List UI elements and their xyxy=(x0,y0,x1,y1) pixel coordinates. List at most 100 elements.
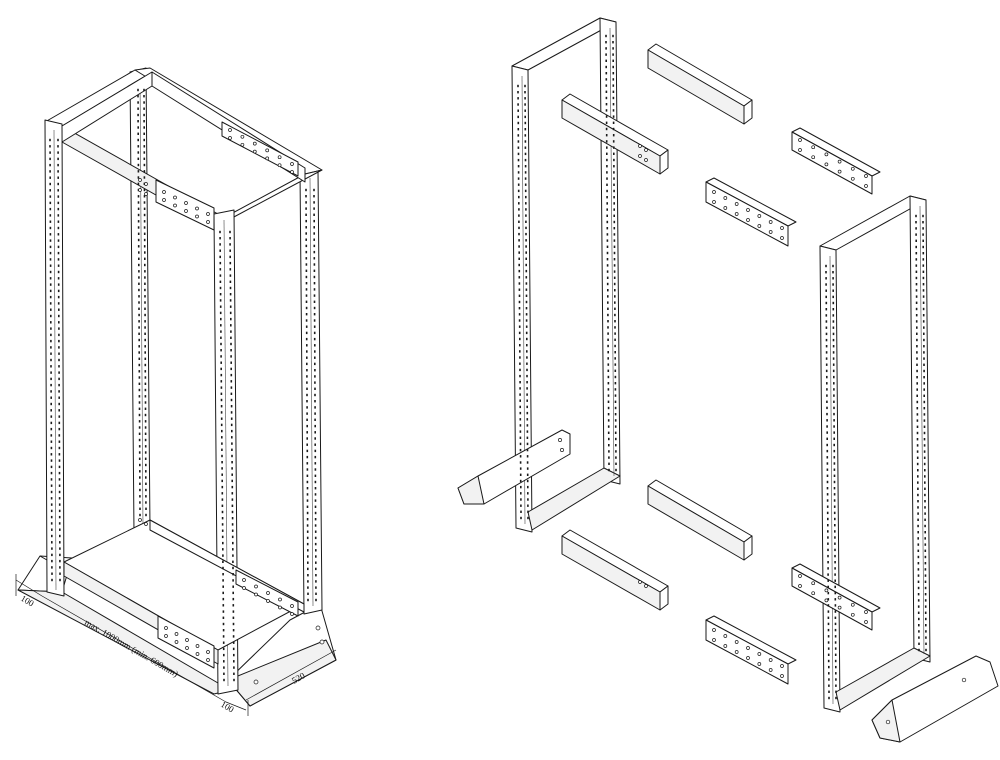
rail-hole xyxy=(526,374,528,378)
rail-hole xyxy=(834,628,837,632)
rail-hole xyxy=(834,647,837,650)
rail-hole xyxy=(138,438,141,442)
rail-hole xyxy=(231,529,234,532)
rail-hole xyxy=(58,415,61,418)
rail-hole xyxy=(917,549,920,552)
rail-hole xyxy=(313,226,315,229)
rail-hole xyxy=(314,387,316,390)
bracket-hole xyxy=(837,159,842,164)
rail-hole xyxy=(916,431,919,435)
rail-hole xyxy=(233,653,235,657)
rail-hole xyxy=(525,282,528,285)
rail-hole xyxy=(614,357,616,360)
rail-hole xyxy=(607,388,610,391)
rail-hole xyxy=(138,457,141,460)
bracket-hole xyxy=(290,162,294,166)
rail-hole xyxy=(916,332,918,335)
rail-hole xyxy=(306,462,309,465)
rail-hole xyxy=(50,515,53,519)
rail-hole xyxy=(230,349,232,352)
bracket-hole xyxy=(265,148,270,153)
rail-hole xyxy=(825,326,828,329)
rail-hole xyxy=(525,294,528,297)
rail-hole xyxy=(524,97,526,100)
rail-hole xyxy=(50,339,52,343)
rail-hole xyxy=(924,562,927,565)
rail-hole xyxy=(144,382,147,385)
rail-hole xyxy=(924,518,926,521)
side-frame-right xyxy=(819,195,931,713)
rail-hole xyxy=(525,325,528,328)
bracket-hole xyxy=(824,598,829,603)
rail-hole xyxy=(614,301,616,304)
rail-hole xyxy=(525,331,528,335)
rail-hole xyxy=(232,635,235,638)
rail-hole xyxy=(222,622,225,626)
rail-hole xyxy=(915,252,918,255)
rail-hole xyxy=(924,487,926,490)
rail-hole xyxy=(834,530,836,533)
rail-hole xyxy=(834,573,836,576)
rail-hole xyxy=(50,358,52,362)
rail-hole xyxy=(230,411,233,414)
bracket-hole xyxy=(746,218,750,222)
rail-hole xyxy=(314,499,317,502)
rail-hole xyxy=(144,332,146,335)
rail-hole xyxy=(219,299,222,302)
rail-hole xyxy=(59,528,61,531)
rail-hole xyxy=(519,350,521,353)
rail-hole xyxy=(612,34,614,38)
rail-hole xyxy=(924,549,927,552)
rail-hole xyxy=(607,382,610,385)
rail-hole xyxy=(306,493,309,496)
rail-hole xyxy=(832,289,834,292)
rail-hole xyxy=(525,313,528,316)
rail-hole xyxy=(313,337,316,341)
rail-hole xyxy=(917,605,920,608)
rail-hole xyxy=(305,195,307,198)
rail-hole xyxy=(606,220,609,224)
rail-hole xyxy=(138,382,141,385)
rail-hole xyxy=(58,522,61,525)
rail-hole xyxy=(305,238,307,241)
rail-hole xyxy=(520,510,522,513)
rail-hole xyxy=(832,320,835,323)
rail-hole xyxy=(305,275,308,279)
rail-hole xyxy=(826,449,829,453)
bracket-hole xyxy=(206,650,210,654)
rail-hole xyxy=(314,455,317,459)
rail-hole xyxy=(144,420,147,423)
rail-hole xyxy=(827,554,829,558)
rail-hole xyxy=(137,126,139,129)
rail-hole xyxy=(614,326,616,329)
rail-hole xyxy=(231,485,234,489)
rail-hole xyxy=(50,522,53,525)
rail-hole xyxy=(59,572,61,575)
rail-hole xyxy=(50,484,53,487)
rail-hole xyxy=(827,536,829,539)
rail-hole xyxy=(221,535,224,539)
rail-hole xyxy=(57,245,60,249)
rail-hole xyxy=(57,302,60,305)
rail-hole xyxy=(137,201,140,204)
rail-hole xyxy=(832,363,835,366)
rail-hole xyxy=(608,444,610,447)
rail-hole xyxy=(833,462,836,465)
rail-hole xyxy=(924,568,927,571)
bracket-hole xyxy=(228,136,232,140)
rail-hole xyxy=(614,400,617,403)
rail-hole xyxy=(924,481,926,484)
rail-hole xyxy=(144,282,146,285)
rail-hole xyxy=(606,202,608,205)
rail-hole xyxy=(222,604,225,607)
bracket-hole xyxy=(798,574,802,578)
rail-hole xyxy=(57,163,59,167)
rail-hole xyxy=(305,207,307,210)
rail-hole xyxy=(917,599,920,602)
rail-hole xyxy=(833,487,836,490)
rail-hole xyxy=(833,499,836,502)
rail-hole xyxy=(223,653,225,657)
rail-hole xyxy=(834,591,837,595)
base-foot-right xyxy=(227,603,337,707)
rail-hole xyxy=(50,402,52,406)
